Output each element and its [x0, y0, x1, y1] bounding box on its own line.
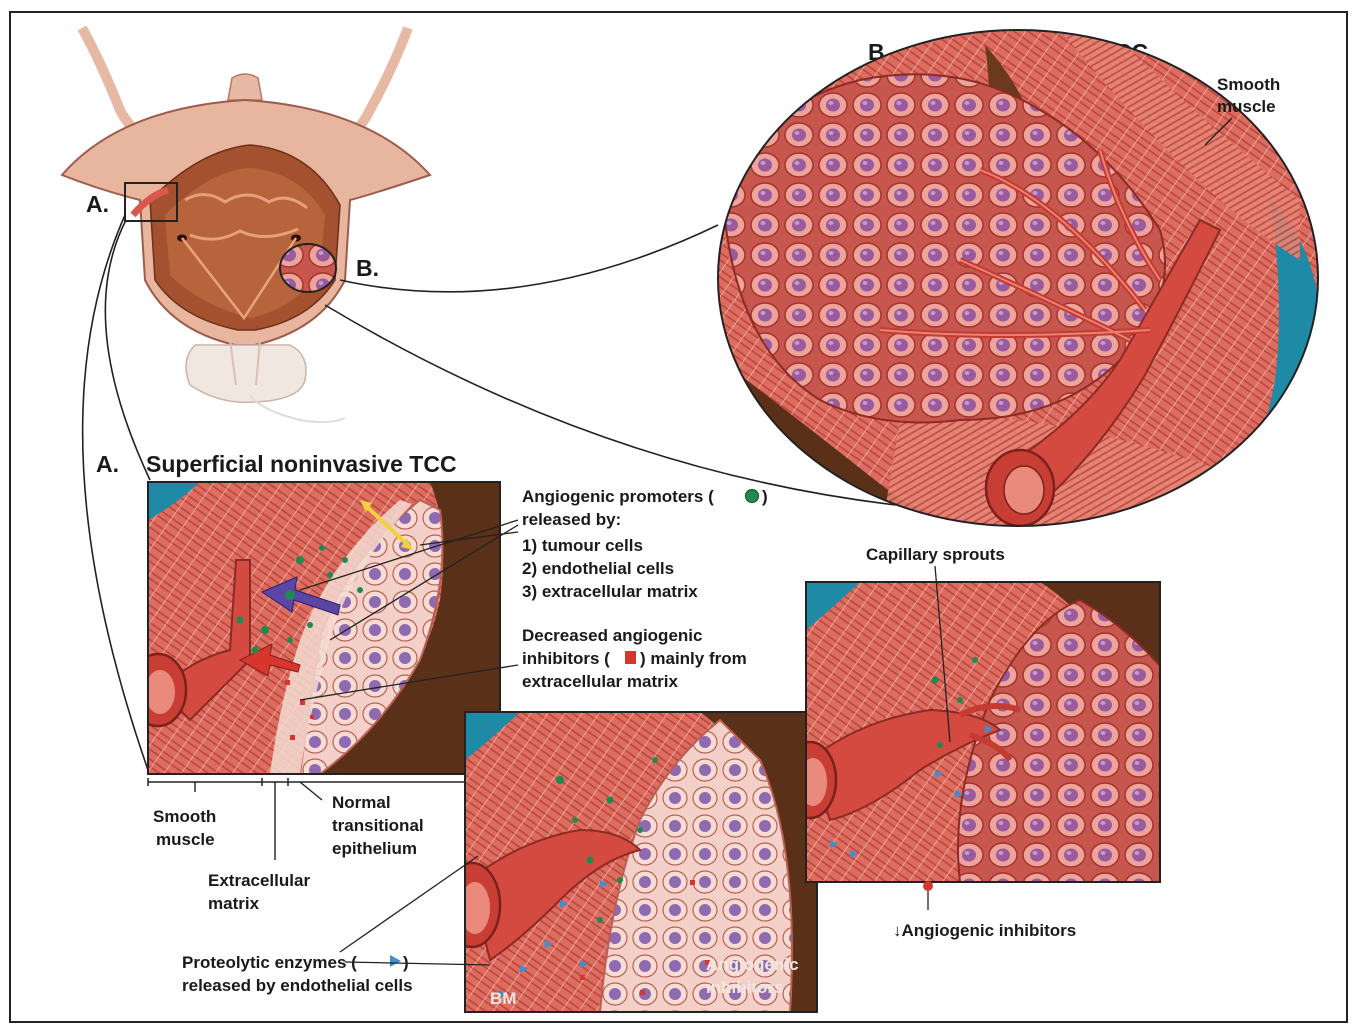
label-smooth-muscle-b-1: Smooth: [1217, 75, 1280, 94]
label-inhibitors-4: extracellular matrix: [522, 672, 678, 691]
bladder-overview: [62, 28, 430, 422]
label-inhibitors-1: Decreased angiogenic: [522, 626, 702, 645]
label-smooth-muscle-b-2: muscle: [1217, 97, 1276, 116]
label-proteolytic-1: Proteolytic enzymes (: [182, 953, 357, 972]
label-ecm-1: Extracellular: [208, 871, 310, 890]
label-normal-3: epithelium: [332, 839, 417, 858]
inhibitor-symbol: [625, 651, 636, 664]
label-promoters-5: 3) extracellular matrix: [522, 582, 698, 601]
label-ecm-2: matrix: [208, 894, 260, 913]
panel-a-bracket: [148, 778, 500, 786]
region-b-label: B.: [356, 255, 379, 281]
label-smooth-muscle-a-2: muscle: [156, 830, 215, 849]
panel-d-capillary-sprouts: [784, 582, 1205, 882]
label-normal-1: Normal: [332, 793, 391, 812]
panel-a-title: Superficial noninvasive TCC: [146, 451, 457, 477]
panel-a-title-letter: A.: [96, 451, 119, 477]
label-inhibitors-2: inhibitors (: [522, 649, 610, 668]
enzyme-symbol: [390, 955, 401, 967]
connector-a-left: [83, 215, 148, 770]
label-promoters-2: released by:: [522, 510, 621, 529]
label-capillary-sprouts: Capillary sprouts: [866, 545, 1005, 564]
label-normal-2: transitional: [332, 816, 424, 835]
region-a-label: A.: [86, 191, 109, 217]
promoter-symbol: [746, 490, 759, 503]
label-promoters-close: ): [762, 487, 768, 506]
label-proteolytic-2: released by endothelial cells: [182, 976, 413, 995]
label-angiogenic-inhibitors-inset-1: Angiogenic: [706, 955, 799, 974]
label-inhibitors-3: ) mainly from: [640, 649, 747, 668]
label-smooth-muscle-a-1: Smooth: [153, 807, 216, 826]
label-decreased-inhibitors: ↓Angiogenic inhibitors: [893, 921, 1076, 940]
region-b-circle: [280, 244, 336, 292]
label-promoters-3: 1) tumour cells: [522, 536, 643, 555]
label-proteolytic-close: ): [403, 953, 409, 972]
label-angiogenic-inhibitors-inset-2: inhibitors: [706, 978, 783, 997]
label-bm: BM: [490, 989, 516, 1008]
connector-b-top: [340, 225, 718, 292]
panel-a-superficial: [130, 482, 500, 774]
label-promoters-4: 2) endothelial cells: [522, 559, 674, 578]
label-promoters-1: Angiogenic promoters (: [522, 487, 714, 506]
prostate: [186, 345, 306, 402]
